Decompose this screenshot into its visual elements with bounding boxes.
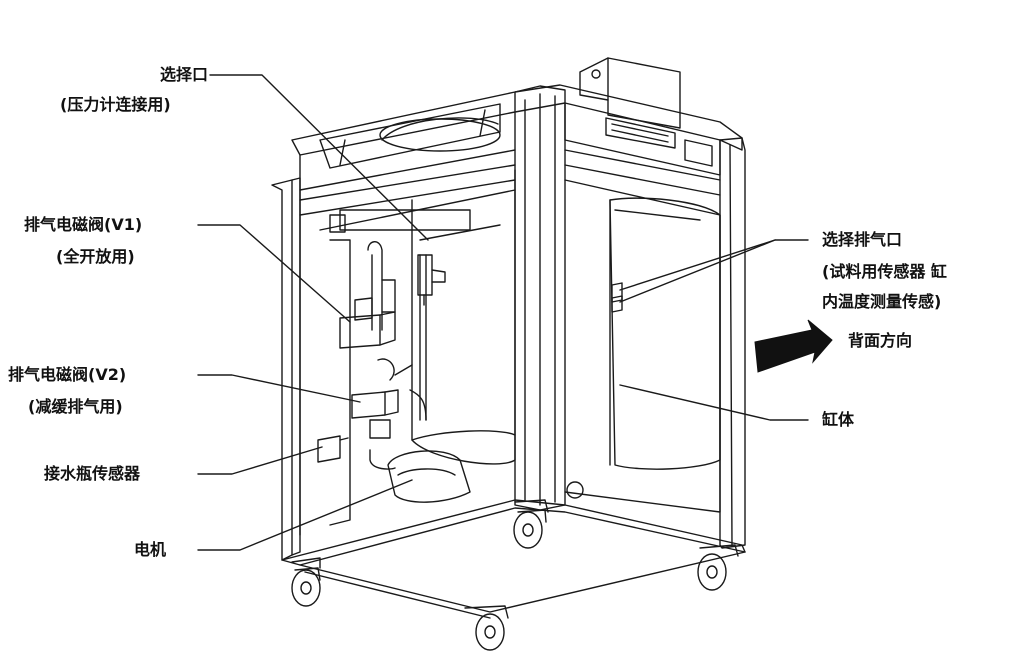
v1-subtitle: (全开放用): [56, 247, 135, 266]
caster-front-left: [291, 557, 321, 607]
select-port: [417, 254, 446, 306]
label-select-port: 选择口: [118, 64, 208, 86]
water-bottle-sensor-title: 接水瓶传感器: [44, 464, 141, 483]
cylinder-body-title: 缸体: [822, 410, 855, 429]
left-post: [271, 179, 293, 561]
label-exhaust-valve-v2: 排气电磁阀(V2): [8, 364, 126, 386]
label-water-bottle-sensor: 接水瓶传感器: [44, 463, 140, 485]
select-exhaust-port-line2: (试料用传感器 缸: [822, 262, 947, 281]
top-right-box: [607, 57, 681, 129]
label-exhaust-valve-v2-sub: (减缓排气用): [28, 396, 123, 418]
label-cylinder-body: 缸体: [822, 409, 854, 431]
label-exhaust-valve-v1-sub: (全开放用): [56, 246, 135, 268]
motor-title: 电机: [134, 540, 167, 559]
leader-select-port: [209, 74, 429, 241]
label-select-exhaust-port-sub2: 内温度测量传感): [822, 291, 941, 313]
back-direction-arrow: [754, 319, 833, 373]
v1-valve: [339, 279, 396, 349]
v1-title: 排气电磁阀(V1): [24, 215, 143, 234]
select-port-subtitle: (压力计连接用): [60, 95, 171, 114]
label-motor: 电机: [134, 539, 166, 561]
cylinder-body-left: [411, 169, 516, 465]
label-select-exhaust-port-sub: (试料用传感器 缸: [822, 261, 947, 283]
leader-v1: [197, 224, 351, 323]
caster-front-bottom: [464, 605, 509, 651]
select-port-title: 选择口: [159, 65, 208, 84]
right-post: [719, 137, 746, 549]
select-exhaust-port-title: 选择排气口: [822, 230, 903, 249]
caster-right: [697, 544, 739, 591]
water-bottle-sensor: [317, 435, 349, 463]
leader-water-sensor: [197, 446, 323, 475]
v2-title: 排气电磁阀(V2): [8, 365, 127, 384]
caster-front-center: [513, 499, 549, 549]
v2-valve: [351, 358, 413, 439]
leader-motor: [197, 479, 413, 551]
label-exhaust-valve-v1: 排气电磁阀(V1): [24, 214, 142, 236]
v2-subtitle: (减缓排气用): [28, 397, 123, 416]
leader-cylinder: [619, 384, 809, 421]
motor: [387, 450, 471, 503]
label-select-port-sub: (压力计连接用): [60, 94, 171, 116]
top-cover: [319, 103, 501, 169]
label-select-exhaust-port: 选择排气口: [822, 229, 902, 251]
select-exhaust-port-line3: 内温度测量传感): [822, 292, 942, 311]
leader-v2: [197, 374, 361, 403]
cylinder-body-right: [609, 197, 721, 470]
leader-exhaust-2: [619, 239, 776, 303]
label-back-direction: 背面方向: [848, 330, 912, 352]
back-direction-title: 背面方向: [848, 331, 913, 350]
